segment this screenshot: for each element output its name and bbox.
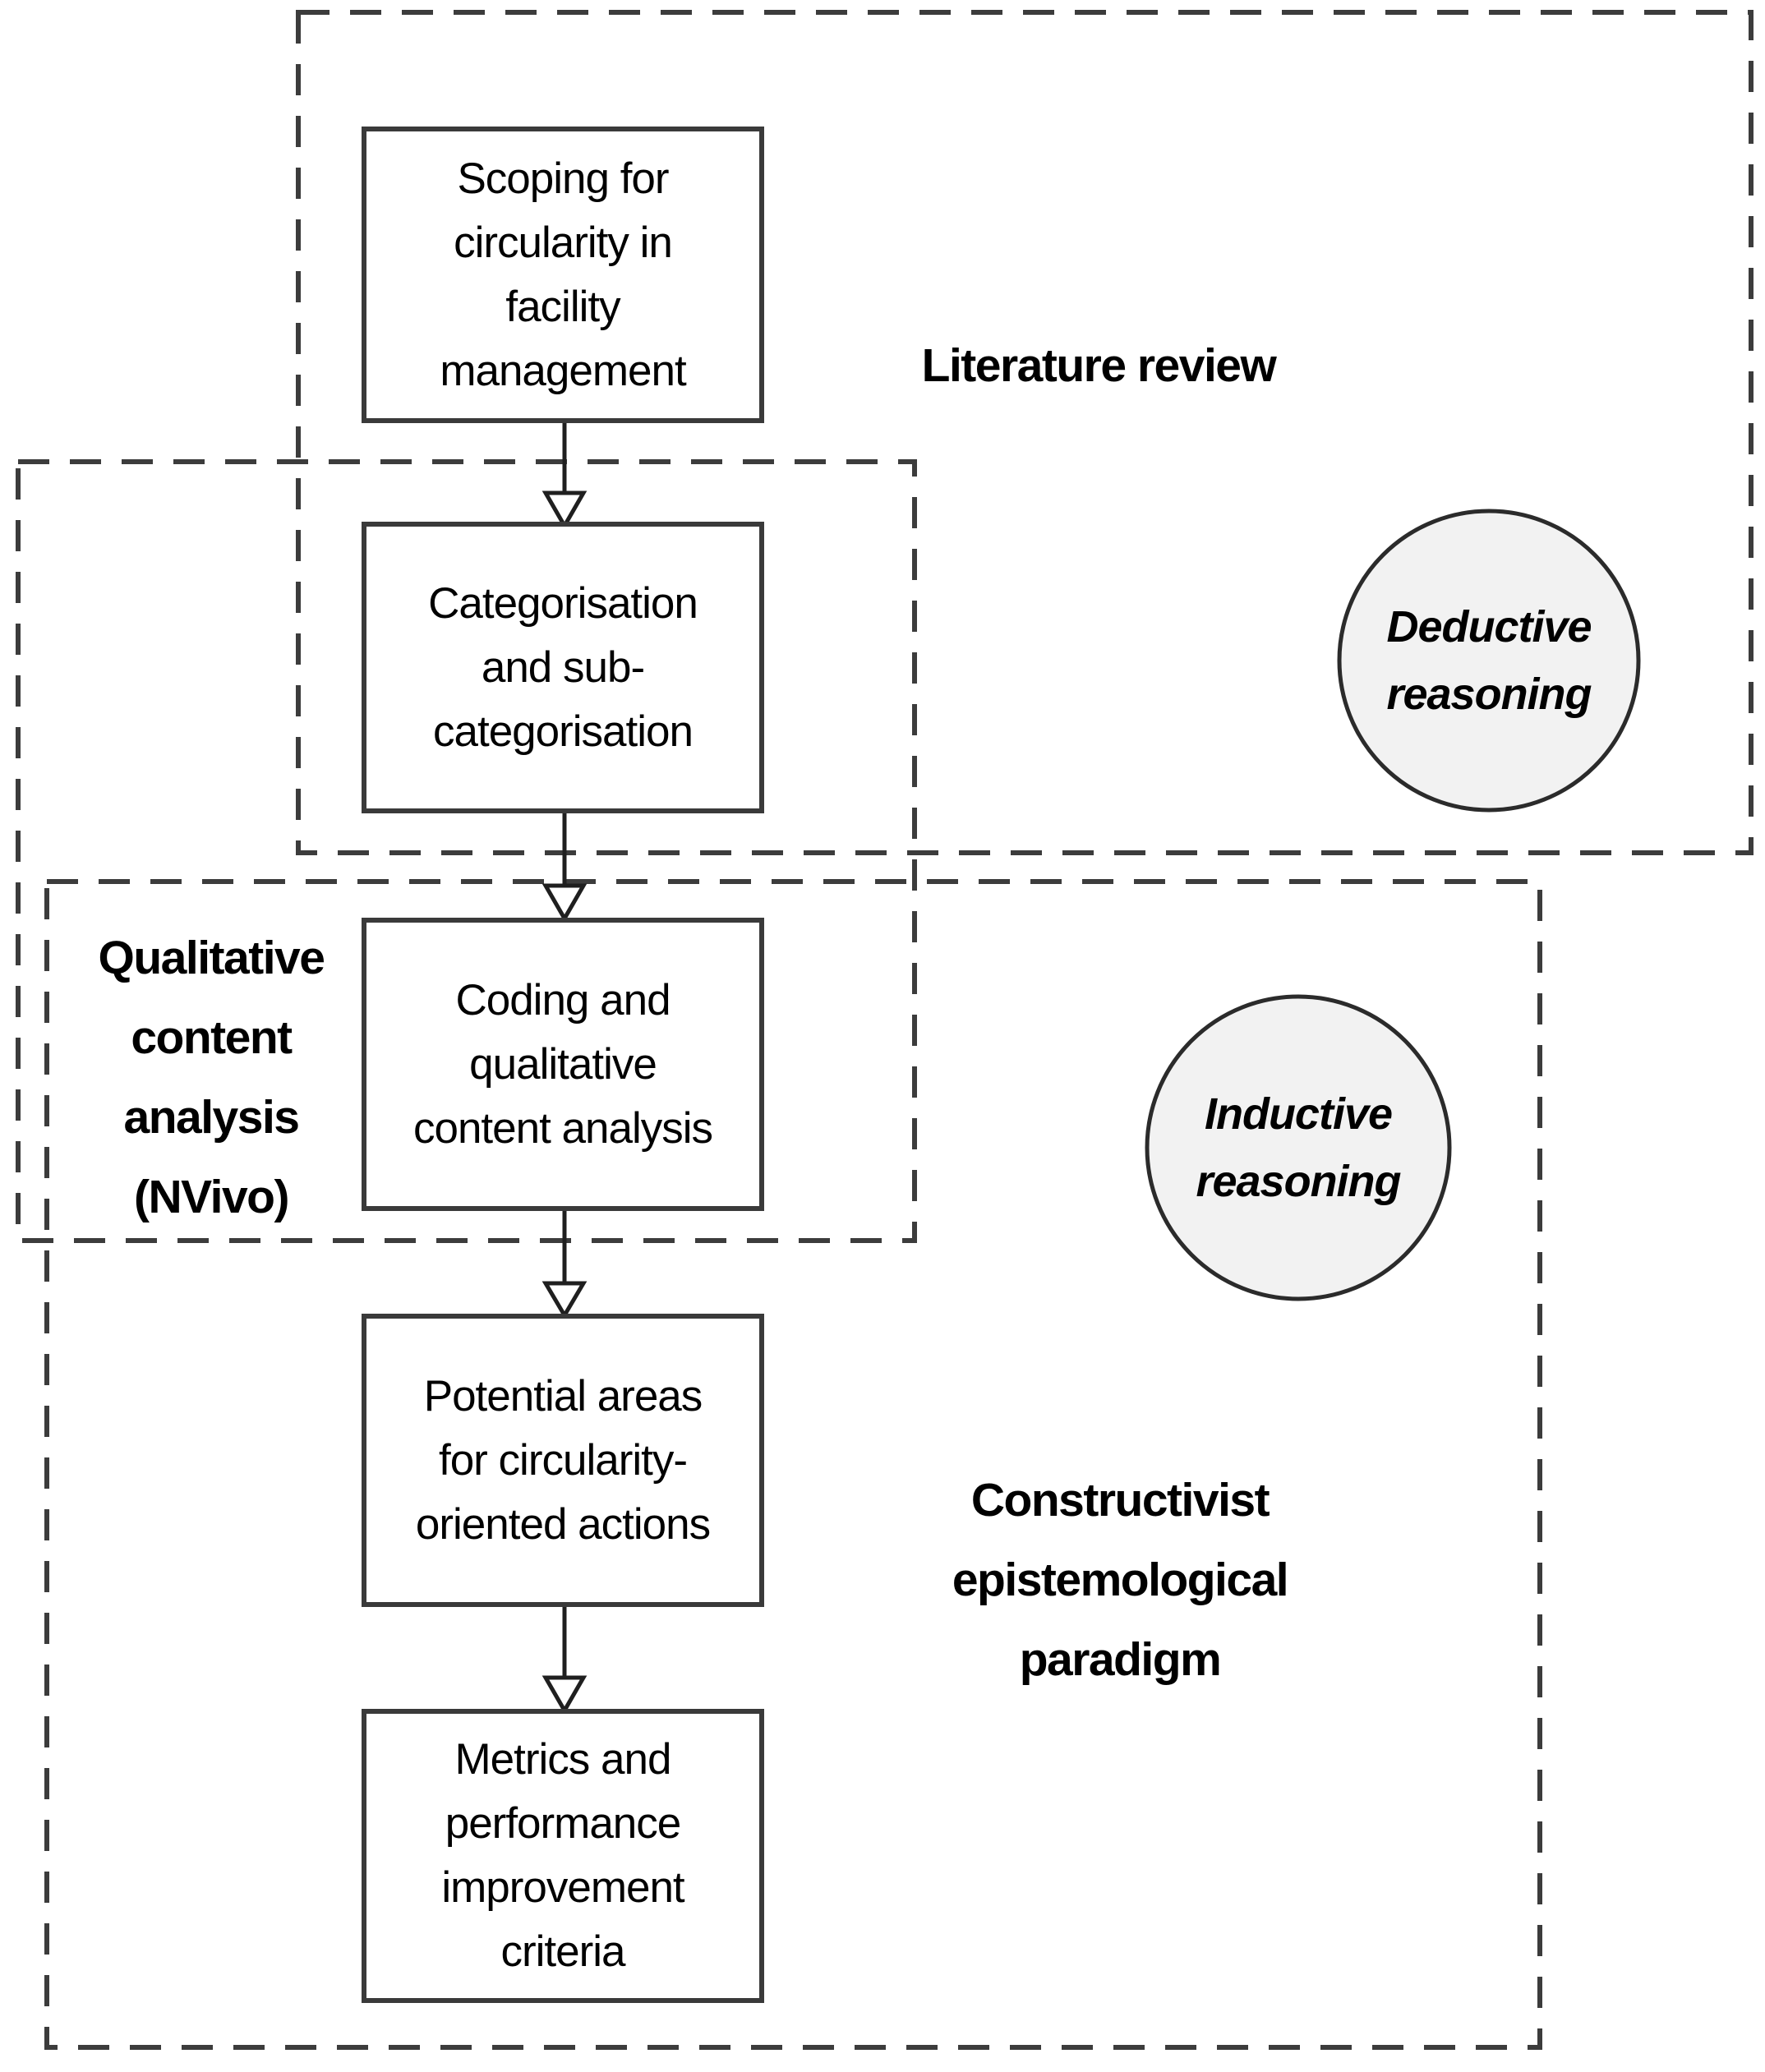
literature-review-region-outline <box>296 10 1753 855</box>
metrics-box-label: Metrics and performance improvement crit… <box>441 1735 684 1976</box>
arrow-head <box>541 1675 588 1715</box>
potential-areas-box-label: Potential areas for circularity- oriente… <box>415 1371 711 1549</box>
qca-region-label: Qualitative content analysis (NVivo) <box>98 932 325 1223</box>
coding-box-label: Coding and qualitative content analysis <box>412 975 713 1153</box>
literature-review-region-label: Literature review <box>921 338 1277 392</box>
categorisation-box-label: Categorisation and sub- categorisation <box>428 578 698 756</box>
arrow-head <box>541 883 588 923</box>
inductive-reasoning-circle <box>1145 994 1452 1301</box>
inductive-reasoning-label: Inductive reasoning <box>1196 1089 1401 1206</box>
arrow-potential-areas-to-metrics <box>541 1605 588 1715</box>
qca-region-outline <box>16 459 917 1243</box>
arrow-head <box>541 1281 588 1319</box>
deductive-reasoning-label: Deductive reasoning <box>1386 602 1592 719</box>
constructivist-region-outline <box>44 879 1542 2050</box>
deductive-reasoning-circle <box>1337 509 1641 813</box>
scoping-box-label: Scoping for circularity in facility mana… <box>440 154 686 395</box>
arrow-coding-to-potential-areas <box>541 1209 588 1319</box>
constructivist-region-label: Constructivist epistemological paradigm <box>952 1473 1289 1686</box>
arrow-scoping-to-categorisation <box>541 421 588 531</box>
potential-areas-box <box>362 1314 764 1607</box>
scoping-box <box>362 127 764 423</box>
categorisation-box <box>362 522 764 813</box>
arrow-head <box>541 490 588 531</box>
arrow-categorisation-to-coding <box>541 811 588 923</box>
metrics-box <box>362 1709 764 2003</box>
coding-box <box>362 918 764 1211</box>
